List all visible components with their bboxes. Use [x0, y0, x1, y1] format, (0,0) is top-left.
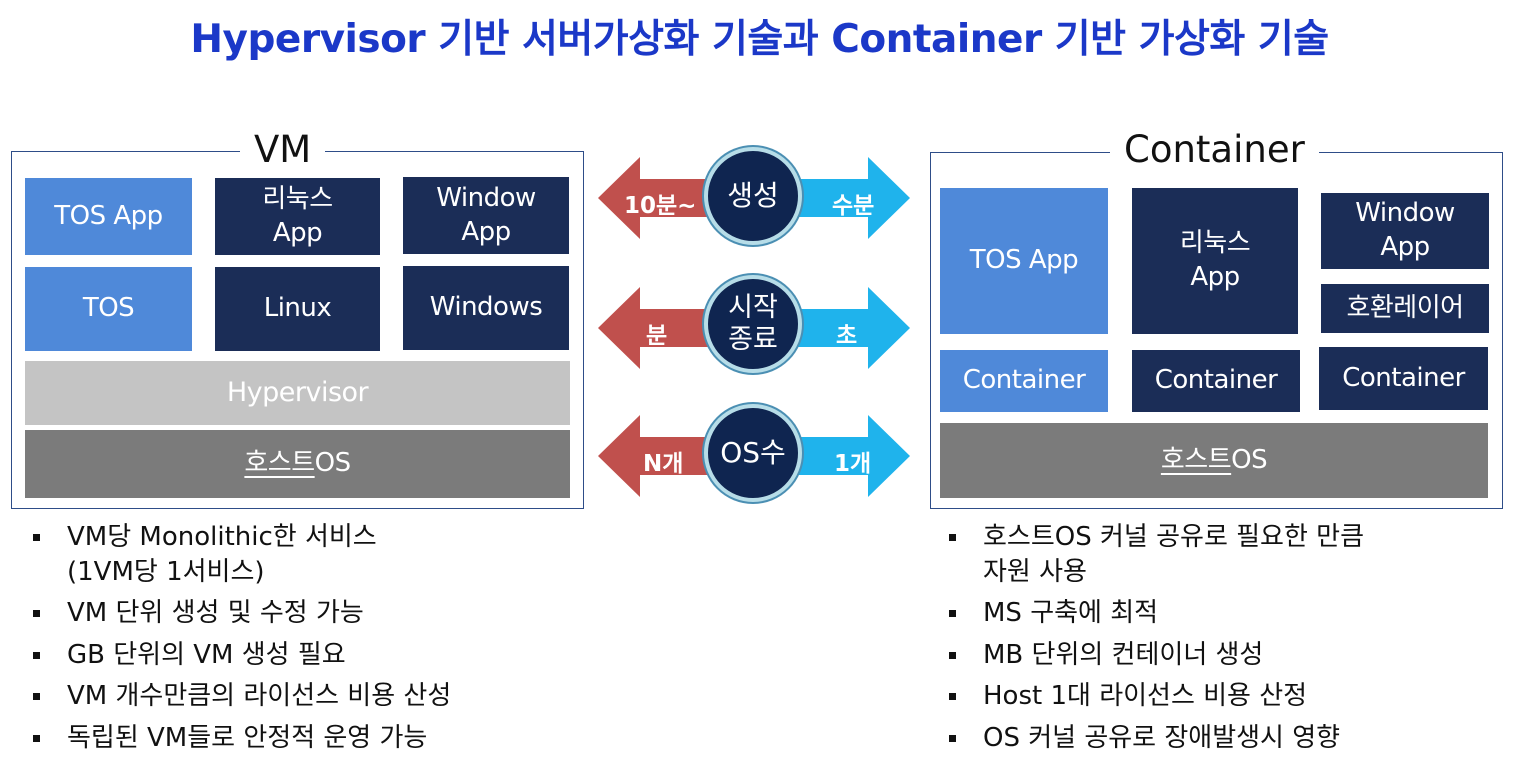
oscount-container-value: 1개	[834, 451, 872, 477]
container-compat-layer: 호환레이어	[1321, 284, 1489, 333]
container-tos-app: TOS App	[940, 188, 1108, 334]
creation-vm-value: 10분~	[624, 193, 697, 219]
double-arrow-icon	[598, 287, 910, 369]
container-box-2: Container	[1132, 350, 1300, 412]
container-linux-app: 리눅스 App	[1132, 188, 1298, 334]
vm-tos: TOS	[25, 267, 192, 351]
vm-host-os-prefix: 호스트	[244, 448, 315, 479]
container-box-1: Container	[940, 350, 1108, 412]
container-label: Container	[1110, 128, 1319, 171]
creation-container-value: 수분	[832, 193, 875, 219]
comparison-row-oscount: N개 1개 OS수	[598, 404, 910, 502]
double-arrow-icon	[598, 415, 910, 497]
container-host-os-suffix: OS	[1231, 444, 1268, 475]
list-item: VM당 Monolithic한 서비스 (1VM당 1서비스)	[25, 520, 585, 589]
comparison-row-creation: 10분~ 수분 생성	[598, 147, 910, 245]
page-title: Hypervisor 기반 서버가상화 기술과 Container 기반 가상화…	[190, 17, 1329, 62]
vm-label: VM	[240, 128, 326, 171]
container-bullet-list: 호스트OS 커널 공유로 필요한 만큼 자원 사용 MS 구축에 최적 MB 단…	[941, 520, 1501, 762]
container-host-os-prefix: 호스트	[1160, 444, 1232, 475]
list-item: 호스트OS 커널 공유로 필요한 만큼 자원 사용	[941, 520, 1501, 589]
vm-linux-app: 리눅스 App	[215, 178, 380, 255]
vm-tos-app: TOS App	[25, 178, 192, 255]
startstop-circle: 시작 종료	[704, 275, 802, 373]
list-item: VM 단위 생성 및 수정 가능	[25, 596, 585, 631]
oscount-vm-value: N개	[643, 451, 684, 477]
oscount-circle: OS수	[704, 404, 802, 502]
double-arrow-icon	[598, 157, 910, 239]
container-window-app: Window App	[1321, 193, 1489, 269]
creation-circle: 생성	[704, 147, 802, 245]
list-item: OS 커널 공유로 장애발생시 영향	[941, 721, 1501, 756]
container-box-3: Container	[1319, 347, 1488, 410]
list-item: GB 단위의 VM 생성 필요	[25, 638, 585, 673]
list-item: MS 구축에 최적	[941, 596, 1501, 631]
vm-hypervisor: Hypervisor	[25, 361, 570, 425]
startstop-vm-value: 분	[646, 323, 668, 349]
vm-windows: Windows	[403, 266, 569, 350]
list-item: 독립된 VM들로 안정적 운영 가능	[25, 721, 585, 756]
comparison-row-startstop: 분 초 시작 종료	[598, 275, 910, 373]
vm-bullet-list: VM당 Monolithic한 서비스 (1VM당 1서비스) VM 단위 생성…	[25, 520, 585, 762]
vm-linux: Linux	[215, 267, 380, 351]
list-item: MB 단위의 컨테이너 생성	[941, 638, 1501, 673]
list-item: Host 1대 라이선스 비용 산정	[941, 679, 1501, 714]
vm-window-app: Window App	[403, 177, 569, 254]
list-item: VM 개수만큼의 라이선스 비용 산성	[25, 679, 585, 714]
vm-host-os-suffix: OS	[314, 448, 351, 479]
startstop-container-value: 초	[836, 323, 858, 349]
